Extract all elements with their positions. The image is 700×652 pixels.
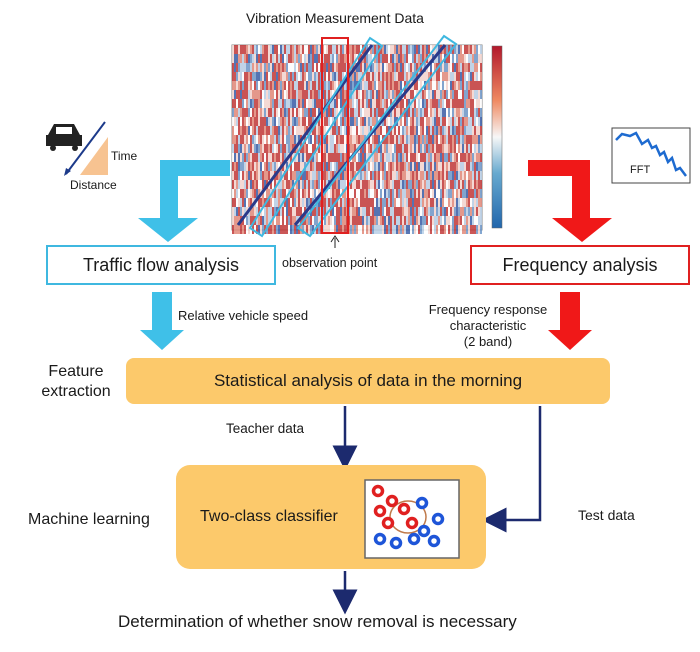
freq-response-line-3: (2 band) (463, 334, 513, 349)
frequency-response-label: Frequency response characteristic (2 ban… (400, 302, 576, 350)
traffic-flow-label: Traffic flow analysis (82, 254, 240, 275)
red-arrow-frequency-response (548, 292, 592, 350)
time-label: Time (111, 149, 138, 163)
test-data-arrow (481, 406, 542, 533)
blue-arrow-to-traffic (138, 160, 230, 242)
fft-plot-icon (611, 127, 691, 184)
teacher-data-label: Teacher data (226, 421, 305, 436)
frequency-analysis-box: Frequency analysis (470, 245, 690, 285)
test-data-label: Test data (578, 507, 635, 523)
classifier-box: Two-class classifier (176, 465, 486, 569)
observation-window (321, 37, 349, 234)
freq-response-line-1: Frequency response (428, 302, 548, 317)
classifier-scatter-icon (364, 479, 460, 559)
feature-extraction-line-1: Feature (48, 363, 104, 380)
traffic-flow-box: Traffic flow analysis (46, 245, 276, 285)
classifier-label: Two-class classifier (200, 508, 338, 525)
vibration-heatmap (231, 34, 483, 238)
trace-highlight-2 (296, 34, 458, 238)
traffic-trace-2 (293, 44, 447, 226)
fft-label: FFT (628, 164, 653, 176)
page-title: Vibration Measurement Data (246, 10, 424, 26)
relative-speed-label: Relative vehicle speed (178, 308, 309, 323)
statistical-analysis-label: Statistical analysis of data in the morn… (213, 371, 523, 390)
traffic-trace-1 (236, 44, 374, 226)
frequency-analysis-label: Frequency analysis (502, 254, 658, 275)
freq-response-line-2: characteristic (449, 318, 527, 333)
time-distance-icon (64, 121, 108, 176)
statistical-analysis-box: Statistical analysis of data in the morn… (126, 358, 610, 404)
machine-learning-label: Machine learning (28, 511, 150, 528)
feature-extraction-label: Feature extraction (30, 362, 122, 402)
feature-extraction-line-2: extraction (41, 383, 111, 400)
distance-label: Distance (70, 178, 117, 192)
colorbar (491, 45, 503, 229)
blue-arrow-relative-speed (140, 292, 184, 350)
trace-highlight-1 (248, 36, 384, 238)
observation-point-label: observation point (282, 256, 378, 270)
conclusion-label: Determination of whether snow removal is… (118, 612, 517, 631)
red-arrow-to-frequency (528, 160, 612, 242)
car-icon (46, 124, 82, 151)
